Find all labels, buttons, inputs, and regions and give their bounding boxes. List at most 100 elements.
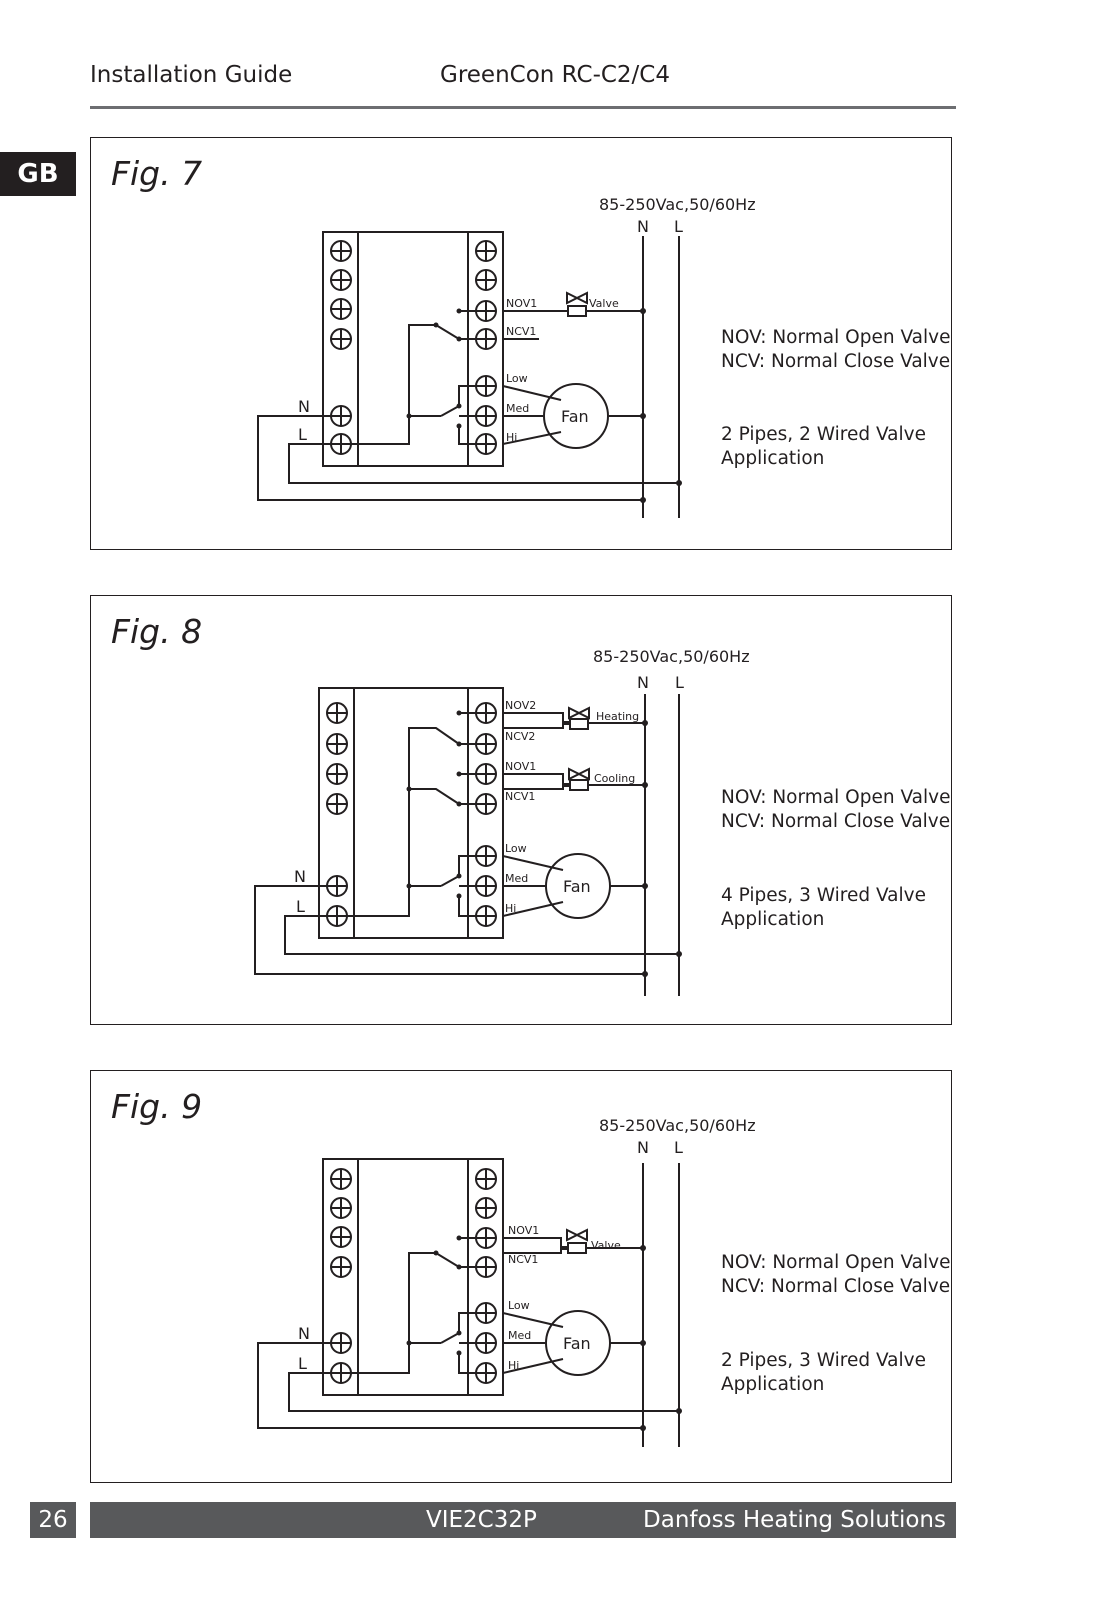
ncv1-label: NCV1 <box>506 325 536 338</box>
valve-legend: NOV: Normal Open Valve NCV: Normal Close… <box>721 1251 950 1299</box>
header-product: GreenCon RC-C2/C4 <box>440 62 670 88</box>
wiring-diagram-fig7: 85-250Vac,50/60Hz N L N L NOV1 NCV1 Valv… <box>257 195 756 518</box>
heating-valve-icon <box>568 706 590 720</box>
nov1-label: NOV1 <box>505 760 536 773</box>
low-label: Low <box>505 842 527 855</box>
med-label: Med <box>505 872 528 885</box>
cooling-valve-icon <box>568 767 590 781</box>
ncv2-label: NCV2 <box>505 730 535 743</box>
wiring-diagram-fig9: 85-250Vac,50/60Hz N L N L NOV1 NCV1 Valv… <box>257 1116 756 1447</box>
supply-label: 85-250Vac,50/60Hz <box>599 195 756 214</box>
cooling-label: Cooling <box>594 772 635 785</box>
wiring-diagram-fig8: 85-250Vac,50/60Hz N L N L NOV2 NCV2 NOV1… <box>254 647 750 996</box>
header-title: Installation Guide <box>90 62 293 88</box>
language-tab: GB <box>0 152 76 196</box>
application-line-1: 4 Pipes, 3 Wired Valve <box>721 885 926 906</box>
footer-bar: VIE2C32P Danfoss Heating Solutions <box>90 1502 956 1538</box>
n-rail-label: N <box>637 673 649 692</box>
neutral-wire <box>257 415 643 501</box>
nov-note: NOV: Normal Open Valve <box>721 787 951 808</box>
n-terminal-label: N <box>298 397 310 416</box>
ncv1-wire <box>503 1248 567 1254</box>
hi-wire <box>502 901 564 917</box>
nov1-wire <box>503 1237 567 1248</box>
page-number: 26 <box>30 1502 76 1538</box>
nov2-label: NOV2 <box>505 699 536 712</box>
application-line-2: Application <box>721 448 825 469</box>
brand-name: Danfoss Heating Solutions <box>643 1507 946 1533</box>
figure-title: Fig. 8 <box>111 612 203 651</box>
supply-label: 85-250Vac,50/60Hz <box>599 1116 756 1135</box>
heating-actuator <box>569 718 589 730</box>
neutral-wire <box>254 885 645 975</box>
valve-actuator <box>567 1242 587 1254</box>
n-terminal-label: N <box>294 867 306 886</box>
live-bus <box>341 324 460 445</box>
n-rail-label: N <box>637 217 649 236</box>
figure-title: Fig. 9 <box>111 1087 203 1126</box>
hi-label: Hi <box>506 431 517 444</box>
fan-label: Fan <box>563 877 591 896</box>
live-wire <box>288 443 679 484</box>
low-wire <box>502 855 564 871</box>
valve-legend: NOV: Normal Open Valve NCV: Normal Close… <box>721 786 950 834</box>
nov1-wire <box>503 773 569 785</box>
low-label: Low <box>508 1299 530 1312</box>
left-terminal-strip <box>322 231 359 467</box>
doc-code: VIE2C32P <box>426 1507 537 1533</box>
live-wire <box>284 915 679 955</box>
right-terminal-strip <box>467 1158 504 1396</box>
fan-label: Fan <box>563 1334 591 1353</box>
low-wire <box>502 1312 564 1328</box>
header-rule <box>90 106 956 109</box>
hi-wire <box>502 431 562 445</box>
figure-9-box: Fig. 9 NOV: Normal Open Valve NCV: Norma… <box>90 1070 952 1483</box>
hi-label: Hi <box>505 902 516 915</box>
l-rail-label: L <box>674 1138 683 1157</box>
n-rail-label: N <box>637 1138 649 1157</box>
application-note: 2 Pipes, 2 Wired Valve Application <box>721 423 926 471</box>
application-line-2: Application <box>721 909 825 930</box>
low-wire <box>502 385 562 401</box>
ncv-note: NCV: Normal Close Valve <box>721 351 951 372</box>
valve-legend: NOV: Normal Open Valve NCV: Normal Close… <box>721 326 950 374</box>
fan-switch-blade <box>440 875 460 887</box>
application-line-1: 2 Pipes, 3 Wired Valve <box>721 1350 926 1371</box>
hi-wire <box>502 1358 564 1374</box>
neutral-wire <box>257 1342 643 1429</box>
med-label: Med <box>506 402 529 415</box>
fan-switch-blade <box>440 1332 460 1344</box>
controller-body <box>322 231 504 467</box>
cooling-actuator <box>569 779 589 791</box>
ncv-note: NCV: Normal Close Valve <box>721 1276 951 1297</box>
ncv-note: NCV: Normal Close Valve <box>721 811 951 832</box>
hi-label: Hi <box>508 1359 519 1372</box>
controller-body <box>322 1158 504 1396</box>
application-line-2: Application <box>721 1374 825 1395</box>
ncv1-wire <box>503 785 569 790</box>
nov1-label: NOV1 <box>508 1224 539 1237</box>
nov1-label: NOV1 <box>506 297 537 310</box>
valve-icon <box>566 291 588 305</box>
fan-motor <box>545 853 611 919</box>
live-bus-branch <box>409 788 460 805</box>
l-rail-label: L <box>674 217 683 236</box>
ncv1-label: NCV1 <box>505 790 535 803</box>
application-note: 2 Pipes, 3 Wired Valve Application <box>721 1349 926 1397</box>
l-terminal-label: L <box>296 897 305 916</box>
right-terminal-strip <box>467 687 504 939</box>
nov-note: NOV: Normal Open Valve <box>721 1252 951 1273</box>
low-label: Low <box>506 372 528 385</box>
valve-actuator <box>567 305 587 317</box>
figure-8-box: Fig. 8 NOV: Normal Open Valve NCV: Norma… <box>90 595 952 1025</box>
fan-switch-blade <box>440 405 460 417</box>
live-wire <box>288 1372 679 1412</box>
valve-label: Valve <box>591 1239 621 1252</box>
heating-label: Heating <box>596 710 639 723</box>
live-bus <box>341 1252 460 1374</box>
valve-icon <box>566 1228 588 1242</box>
n-terminal-label: N <box>298 1324 310 1343</box>
application-line-1: 2 Pipes, 2 Wired Valve <box>721 424 926 445</box>
med-label: Med <box>508 1329 531 1342</box>
nov2-wire <box>503 712 569 723</box>
